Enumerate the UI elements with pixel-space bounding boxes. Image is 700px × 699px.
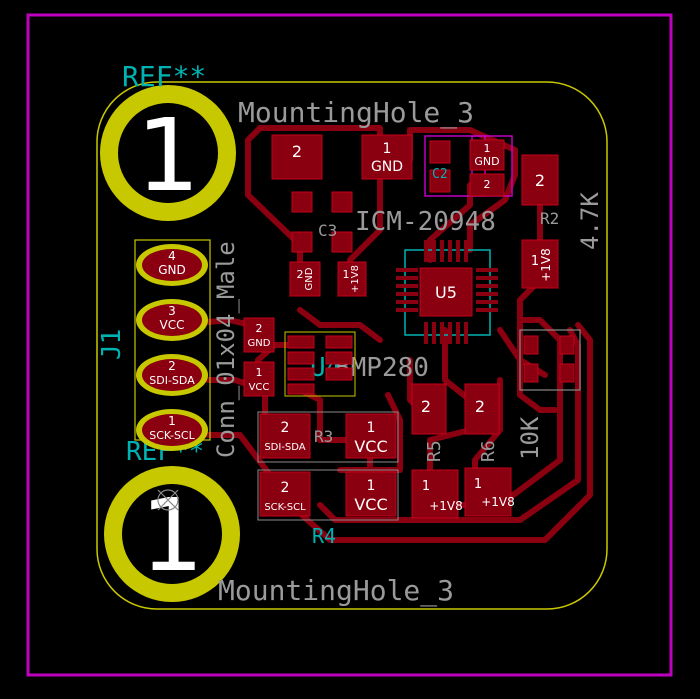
connector-j1: 4 GND 3 VCC 2 SDI-SDA 1 SCK-SCL	[134, 239, 211, 451]
connector-pin-3: 3 VCC	[136, 299, 208, 341]
ic-u4	[284, 331, 356, 397]
board-outline	[96, 81, 608, 610]
cap-c2-pad2: 2	[484, 178, 491, 191]
resistor-r2: 2 1 +1V8 R2	[521, 154, 559, 289]
mounting-hole-bottom-pad-number: 1	[140, 477, 204, 594]
connector-pin-4-label: GND	[158, 263, 186, 277]
resistor-r6-ref: R6	[478, 440, 499, 462]
r-10k-label: 10K	[516, 416, 544, 460]
cap-left-pad2-label: GND	[248, 338, 271, 349]
resistor-r4-pad2-number: 2	[281, 480, 290, 496]
connector-pin-2-label: SDI-SDA	[149, 374, 195, 387]
resistor-r6: 2 1 +1V8 R6	[464, 383, 515, 517]
cap-c2: 1 GND 2 C2	[424, 135, 513, 197]
mounting-hole-top-pad-number: 1	[136, 97, 200, 214]
ic-value-label: ICM-20948	[355, 207, 496, 237]
cap-top-a-pad1-label: GND	[371, 159, 403, 175]
resistor-r3: 2 SDI-SDA 1 VCC R3	[257, 411, 399, 463]
resistor-r6-pad1-label: +1V8	[481, 495, 515, 509]
connector-value-label: Conn_01x04_Male	[212, 241, 240, 458]
cap-left-pad2-number: 2	[256, 322, 263, 335]
resistor-r2-pad2: 2	[535, 171, 545, 190]
connector-pin-3-number: 3	[168, 304, 176, 318]
cap-c2-pad1-number: 1	[484, 142, 491, 155]
cap-c3-pad1-number: 1	[343, 268, 350, 281]
resistor-r6-pad2: 2	[475, 397, 485, 416]
resistor-r4-pad2-label: SCK-SCL	[264, 502, 306, 513]
edge-cuts-outline	[26, 13, 673, 677]
connector-ref-label: J1	[97, 329, 127, 360]
resistor-r5-pad1-number: 1	[422, 479, 430, 494]
cap-left: 2 GND 1 VCC	[243, 317, 275, 397]
resistor-r5: 2 1 +1V8 R5	[411, 383, 463, 519]
resistor-r3-ref: R3	[314, 427, 333, 446]
ic-u5: U5	[396, 240, 498, 344]
resistor-r3-pad1-number: 1	[367, 420, 376, 436]
connector-pin-1-label: SCK-SCL	[149, 429, 195, 442]
cap-top-a: 2 1 GND	[271, 134, 413, 180]
connector-pin-3-label: VCC	[160, 318, 185, 332]
r2-value-label: 4.7K	[576, 192, 604, 250]
resistor-r2-pad1-label: +1V8	[539, 248, 553, 282]
resistor-r5-pad2: 2	[421, 397, 431, 416]
resistor-r4-ref: R4	[312, 524, 336, 548]
via-cluster	[291, 191, 353, 253]
ref-top-label: REF**	[122, 60, 206, 93]
resistor-r2-ref: R2	[540, 209, 559, 228]
connector-pin-4-number: 4	[168, 249, 176, 263]
connector-pin-2: 2 SDI-SDA	[136, 354, 208, 396]
resistor-r6-pad1-number: 1	[474, 477, 482, 492]
cap-left-pad1-number: 1	[256, 366, 263, 379]
resistor-r5-pad1-label: +1V8	[429, 499, 463, 513]
mounting-hole-top-label: MountingHole_3	[238, 96, 474, 130]
cap-left-pad1-label: VCC	[249, 382, 270, 393]
connector-pin-1-number: 1	[168, 414, 176, 428]
resistor-r4: 2 SCK-SCL 1 VCC R4	[257, 469, 399, 548]
cap-c3-ref: C3	[318, 221, 337, 240]
connector-pin-2-number: 2	[168, 359, 176, 373]
cap-c2-pad1-label: GND	[474, 155, 499, 168]
small-part-right	[519, 329, 581, 391]
connector-pin-4: 4 GND	[136, 244, 208, 286]
resistor-r3-pad2-number: 2	[281, 420, 290, 436]
cap-c3: 2 GND 1 +1V8 C3	[289, 221, 367, 297]
resistor-r4-pad1-number: 1	[367, 478, 376, 494]
cap-c3-pad1-label: +1V8	[350, 265, 361, 293]
resistor-r3-pad1-label: VCC	[354, 437, 387, 456]
cap-c3-pad2-label: GND	[304, 267, 315, 290]
cap-c3-pad2-number: 2	[297, 268, 304, 281]
mounting-hole-bottom: 1	[104, 466, 240, 602]
ic-u5-ref: U5	[435, 283, 457, 302]
resistor-r3-pad2-label: SDI-SDA	[264, 442, 305, 453]
connector-pin-1: 1 SCK-SCL	[136, 409, 208, 451]
resistor-r2-pad1-number: 1	[531, 254, 539, 269]
cap-top-a-pad2: 2	[292, 142, 302, 161]
cap-c2-ref: C2	[432, 167, 448, 182]
mounting-hole-top: 1	[100, 85, 236, 221]
resistor-r5-ref: R5	[424, 440, 445, 462]
mounting-hole-bottom-label: MountingHole_3	[218, 574, 454, 608]
resistor-r4-pad1-label: VCC	[354, 495, 387, 514]
cap-top-a-pad1-number: 1	[383, 141, 392, 157]
